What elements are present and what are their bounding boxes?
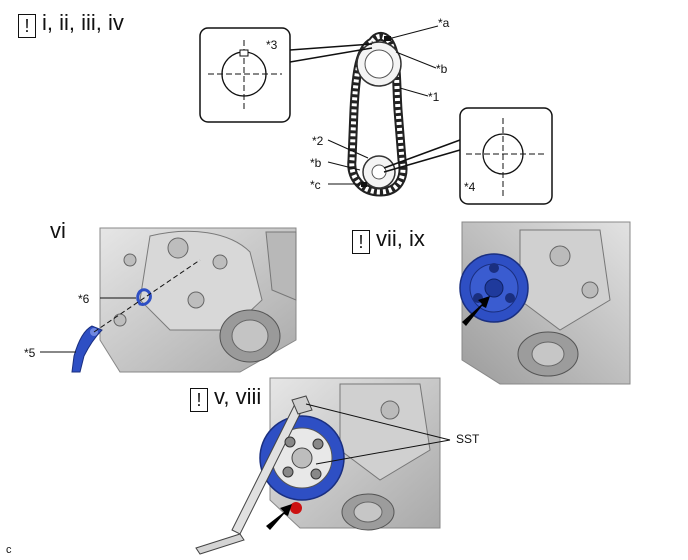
callout-sst: SST <box>456 432 480 446</box>
figure-code: c <box>6 544 12 556</box>
step-label-top: i, ii, iii, iv <box>42 10 124 35</box>
callout-3: *3 <box>266 38 278 52</box>
step-label-middle-left: vi <box>50 218 66 243</box>
callout-4: *4 <box>464 180 476 194</box>
callout-a: *a <box>438 16 450 30</box>
engine-view-left <box>40 227 297 373</box>
callout-b-top: *b <box>436 62 448 76</box>
tensioner-part <box>71 325 103 373</box>
callout-c: *c <box>310 178 321 192</box>
direction-arrow-icon <box>462 296 490 326</box>
timing-chain-diagram <box>199 25 553 205</box>
engine-view-right <box>459 221 631 385</box>
engine-view-bottom <box>195 377 451 555</box>
caution-icon: ! <box>18 14 36 38</box>
step-header-top: !i, ii, iii, iv <box>18 10 124 38</box>
step-label-bottom: v, viii <box>214 384 262 409</box>
crankshaft-pulley <box>459 253 529 323</box>
callout-1: *1 <box>428 90 440 104</box>
callout-2: *2 <box>312 134 324 148</box>
step-header-middle-left: vi <box>50 218 66 244</box>
red-mark <box>290 502 302 514</box>
caution-icon: ! <box>190 388 208 412</box>
step-label-middle-right: vii, ix <box>376 226 425 251</box>
caution-icon: ! <box>352 230 370 254</box>
callout-b-mid: *b <box>310 156 322 170</box>
step-header-bottom: !v, viii <box>190 384 261 412</box>
mark-link-top <box>384 36 391 41</box>
callout-6: *6 <box>78 292 90 306</box>
mark-link-bottom <box>361 182 367 187</box>
step-header-middle-right: !vii, ix <box>352 226 425 254</box>
callout-5: *5 <box>24 346 36 360</box>
direction-arrow-icon <box>266 504 292 530</box>
